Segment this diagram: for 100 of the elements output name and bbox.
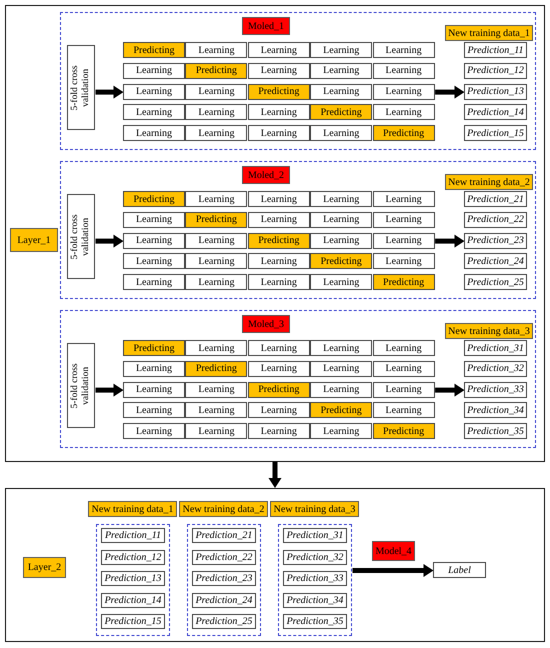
fold-cell: Learning	[372, 84, 435, 100]
fold-cell: Learning	[310, 340, 372, 356]
prediction-box: Prediction_33	[283, 571, 347, 586]
fold-cell: Learning	[248, 191, 310, 207]
fold-cell: Learning	[248, 360, 310, 377]
prediction-box: Prediction_11	[101, 528, 165, 543]
fold-cell: Learning	[248, 340, 310, 356]
fold-cell: Learning	[372, 232, 435, 249]
fold-cell: Predicting	[248, 382, 310, 398]
fold-cell: Learning	[248, 62, 310, 79]
layer-tag: Layer_1	[10, 228, 58, 252]
fold-cell: Learning	[123, 253, 185, 270]
fold-cell: Learning	[123, 274, 185, 290]
fold-cell: Learning	[248, 423, 310, 440]
model-panel	[60, 310, 536, 448]
fold-cell: Learning	[123, 232, 185, 249]
prediction-box: Prediction_11	[464, 42, 527, 58]
fold-cell: Learning	[185, 125, 248, 142]
prediction-box: Prediction_35	[464, 423, 527, 440]
fold-cell: Learning	[372, 212, 435, 228]
fold-cell: Learning	[372, 360, 435, 377]
fold-cell: Predicting	[123, 191, 185, 207]
data-header: New training data_3	[445, 323, 533, 339]
arrow	[96, 86, 124, 99]
arrow	[96, 384, 124, 397]
fold-cell: Predicting	[372, 423, 435, 440]
fold-cell: Predicting	[185, 360, 248, 377]
fold-cell: Learning	[372, 191, 435, 207]
model-panel	[60, 161, 536, 299]
data-group	[278, 524, 352, 636]
fold-cell: Learning	[123, 382, 185, 398]
fold-cell: Learning	[372, 340, 435, 356]
arrow	[435, 86, 464, 99]
fold-cell: Learning	[372, 42, 435, 58]
prediction-box: Prediction_13	[101, 571, 165, 586]
fold-cell: Predicting	[185, 212, 248, 228]
prediction-box: Prediction_21	[464, 191, 527, 207]
data-header: New training data_3	[270, 501, 359, 517]
fold-cell: Predicting	[372, 125, 435, 142]
fold-cell: Learning	[372, 382, 435, 398]
prediction-box: Prediction_23	[192, 571, 256, 586]
cv-box: 5-fold cross validation	[67, 343, 95, 428]
fold-cell: Learning	[310, 423, 372, 440]
prediction-box: Prediction_23	[464, 232, 527, 249]
label-box: Label	[433, 562, 486, 578]
fold-cell: Predicting	[123, 340, 185, 356]
cv-box: 5-fold cross validation	[67, 194, 95, 279]
model-panel	[60, 12, 536, 150]
fold-cell: Learning	[310, 191, 372, 207]
prediction-box: Prediction_35	[283, 614, 347, 629]
prediction-box: Prediction_34	[283, 592, 347, 608]
layer-frame	[5, 5, 545, 462]
prediction-box: Prediction_32	[283, 550, 347, 564]
prediction-box: Prediction_21	[192, 528, 256, 543]
fold-cell: Learning	[310, 212, 372, 228]
prediction-box: Prediction_22	[464, 212, 527, 228]
fold-cell: Predicting	[310, 253, 372, 270]
fold-cell: Learning	[310, 274, 372, 290]
prediction-box: Prediction_33	[464, 382, 527, 398]
prediction-box: Prediction_12	[464, 62, 527, 79]
fold-cell: Learning	[185, 253, 248, 270]
fold-cell: Learning	[372, 62, 435, 79]
prediction-box: Prediction_14	[101, 592, 165, 608]
fold-cell: Learning	[185, 84, 248, 100]
fold-cell: Predicting	[185, 62, 248, 79]
prediction-box: Prediction_25	[192, 614, 256, 629]
fold-cell: Learning	[248, 274, 310, 290]
model-tag: Model_4	[372, 541, 415, 561]
fold-cell: Predicting	[310, 104, 372, 120]
model-tag: Moled_1	[242, 17, 290, 35]
prediction-box: Prediction_34	[464, 402, 527, 418]
data-header: New training data_1	[445, 25, 533, 41]
fold-cell: Learning	[123, 360, 185, 377]
fold-cell: Learning	[185, 191, 248, 207]
fold-cell: Predicting	[123, 42, 185, 58]
arrow	[352, 564, 434, 577]
layer-tag: Layer_2	[23, 557, 66, 578]
fold-cell: Learning	[372, 402, 435, 418]
fold-cell: Learning	[310, 84, 372, 100]
data-header: New training data_2	[445, 174, 533, 190]
data-group	[187, 524, 261, 636]
fold-cell: Learning	[248, 402, 310, 418]
fold-cell: Learning	[123, 212, 185, 228]
arrow	[268, 462, 282, 488]
fold-cell: Learning	[310, 232, 372, 249]
prediction-box: Prediction_22	[192, 550, 256, 564]
data-group	[96, 524, 170, 636]
fold-cell: Learning	[123, 125, 185, 142]
fold-cell: Learning	[123, 402, 185, 418]
fold-cell: Learning	[248, 212, 310, 228]
fold-cell: Learning	[310, 125, 372, 142]
arrow	[96, 234, 124, 248]
prediction-box: Prediction_13	[464, 84, 527, 100]
prediction-box: Prediction_15	[101, 614, 165, 629]
fold-cell: Learning	[185, 340, 248, 356]
fold-cell: Predicting	[372, 274, 435, 290]
fold-cell: Learning	[372, 104, 435, 120]
fold-cell: Learning	[310, 42, 372, 58]
prediction-box: Prediction_25	[464, 274, 527, 290]
fold-cell: Learning	[310, 382, 372, 398]
